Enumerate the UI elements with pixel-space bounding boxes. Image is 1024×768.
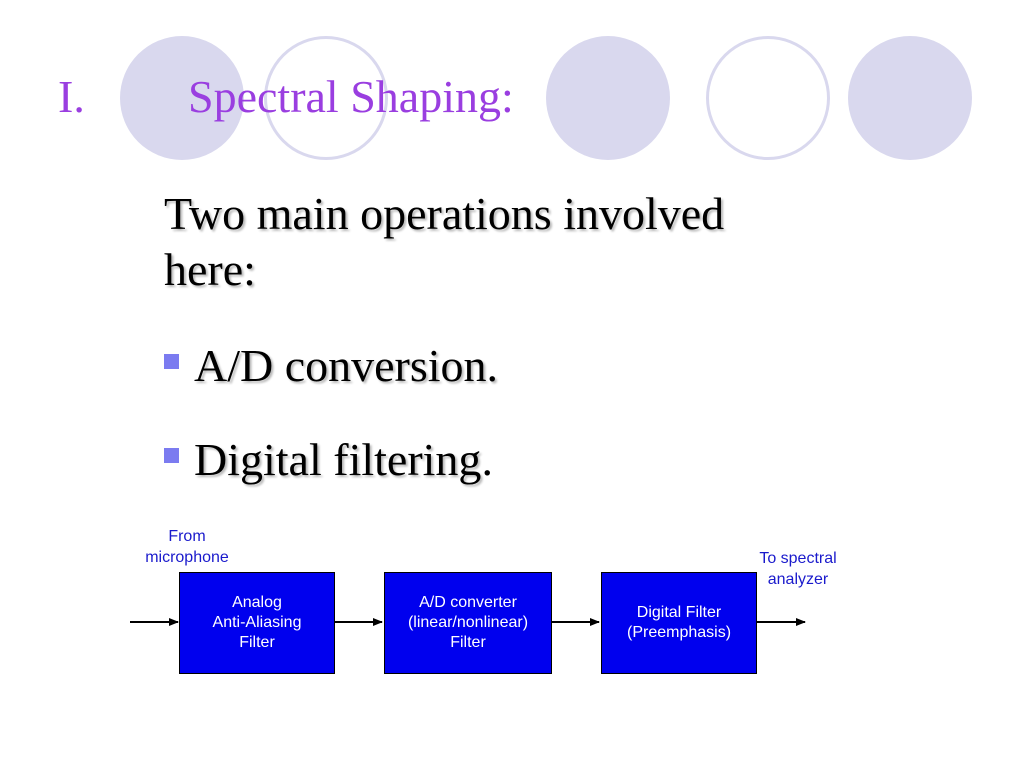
block-line: Filter	[450, 634, 486, 651]
output-label-line2: analyzer	[767, 571, 829, 588]
title-number: I.	[58, 71, 85, 122]
block-ad-converter: A/D converter (linear/nonlinear) Filter	[384, 572, 552, 674]
decor-circle-4	[706, 36, 830, 160]
title-text: Spectral Shaping:	[188, 71, 514, 122]
decor-circle-3	[546, 36, 670, 160]
bullet-text: Digital filtering	[194, 434, 482, 485]
block-line: Anti-Aliasing	[212, 614, 302, 631]
decor-circle-1	[120, 36, 244, 160]
block-line: (Preemphasis)	[626, 624, 732, 641]
decor-circle-5	[848, 36, 972, 160]
decor-circle-2	[264, 36, 388, 160]
bullet-text: A/D conversion.	[194, 340, 499, 391]
block-line: Filter	[239, 634, 275, 651]
input-label-line1: From	[168, 528, 206, 545]
output-label-line1: To spectral	[759, 550, 837, 567]
square-bullet-icon	[164, 448, 179, 463]
block-anti-aliasing-filter: Analog Anti-Aliasing Filter	[179, 572, 335, 674]
slide-title: I. Spectral Shaping:	[58, 70, 514, 123]
bullet-item-ad-conversion: A/D conversion.	[164, 338, 498, 394]
block-digital-filter: Digital Filter (Preemphasis)	[601, 572, 757, 674]
bullet-item-digital-filtering: Digital filtering.	[164, 432, 498, 488]
block-line: A/D converter	[419, 594, 517, 611]
block-line: (linear/nonlinear)	[407, 614, 529, 631]
bullet-text-tail: .	[481, 434, 493, 485]
input-label-line2: microphone	[145, 549, 229, 566]
block-line: Digital Filter	[636, 604, 722, 621]
square-bullet-icon	[164, 354, 179, 369]
input-label: From microphone	[128, 526, 246, 568]
block-line: Analog	[232, 594, 282, 611]
output-label: To spectral analyzer	[740, 548, 856, 590]
bullet-list: A/D conversion. Digital filtering.	[164, 338, 498, 526]
intro-text: Two main operations involved here:	[164, 188, 725, 295]
